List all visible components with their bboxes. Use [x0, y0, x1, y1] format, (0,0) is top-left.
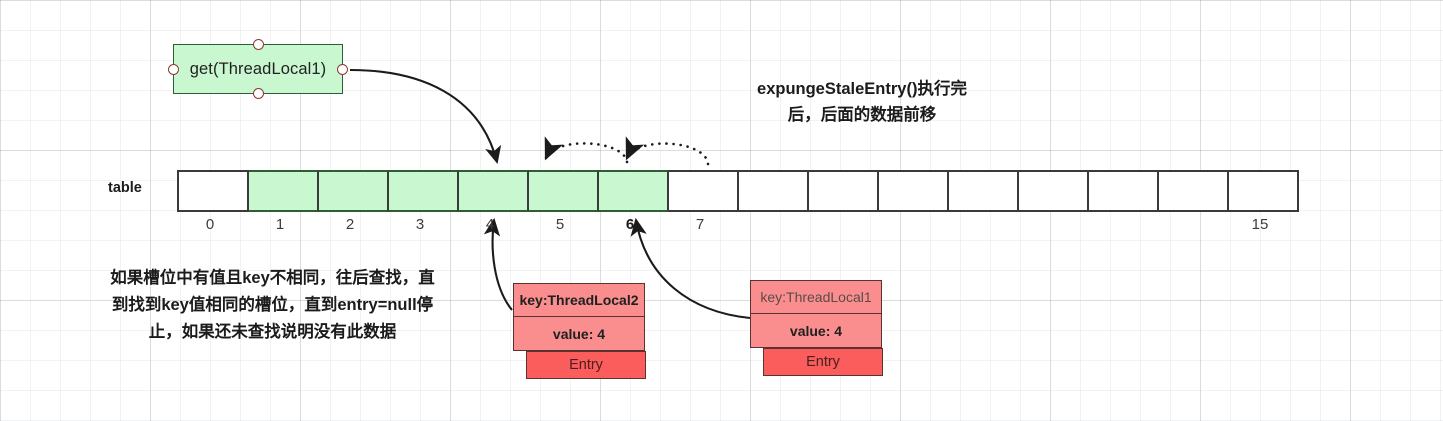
entry-key-label: key:ThreadLocal1 — [750, 280, 882, 314]
table-slot-0[interactable] — [179, 170, 249, 212]
connection-port-right-icon[interactable] — [337, 63, 348, 75]
entry-type-tag: Entry — [526, 351, 646, 379]
lookup-note-line-1: 如果槽位中有值且key不相同，往后查找，直 — [110, 269, 435, 287]
table-slot-11[interactable] — [949, 170, 1019, 212]
table-slot-14[interactable] — [1159, 170, 1229, 212]
table-index-label-12 — [1015, 216, 1085, 236]
table-slot-7[interactable] — [669, 170, 739, 212]
connection-port-bottom-icon[interactable] — [252, 88, 264, 99]
entry-key-label: key:ThreadLocal2 — [513, 283, 645, 317]
diagram-title-line-1: expungeStaleEntry()执行完 — [757, 80, 967, 98]
table-slots — [177, 170, 1299, 212]
arrow-getcall-to-slot4 — [349, 68, 502, 165]
table-slot-12[interactable] — [1019, 170, 1089, 212]
table-slot-9[interactable] — [809, 170, 879, 212]
table-index-label-1: 1 — [275, 216, 285, 233]
table-slot-1[interactable] — [249, 170, 319, 212]
table-index-label-9 — [805, 216, 875, 236]
table-slot-8[interactable] — [739, 170, 809, 212]
table-index-label-4: 4 — [485, 216, 495, 233]
shift-arrow-7-to-6 — [625, 136, 710, 166]
table-index-label-5: 5 — [555, 216, 565, 233]
table-index-label-6: 6 — [625, 216, 635, 233]
entry-box-threadlocal2[interactable]: key:ThreadLocal2 value: 4 Entry — [513, 283, 646, 379]
entry-value-label: value: 4 — [513, 317, 645, 351]
table-slot-2[interactable] — [319, 170, 389, 212]
table-index-label-15: 15 — [1251, 216, 1269, 233]
table-index-label-14 — [1155, 216, 1225, 236]
lookup-note-line-3: 止，如果还未查找说明没有此数据 — [148, 323, 397, 341]
connection-port-top-icon[interactable] — [252, 39, 264, 50]
table-slot-5[interactable] — [529, 170, 599, 212]
diagram-title-line-2: 后，后面的数据前移 — [787, 106, 937, 124]
table-slot-13[interactable] — [1089, 170, 1159, 212]
connection-port-left-icon[interactable] — [168, 63, 179, 75]
table-index-label-3: 3 — [415, 216, 425, 233]
lookup-note: 如果槽位中有值且key不相同，往后查找，直 到找到key值相同的槽位，直到ent… — [45, 265, 500, 346]
diagram-title: expungeStaleEntry()执行完 后，后面的数据前移 — [702, 76, 1022, 128]
table-slot-4[interactable] — [459, 170, 529, 212]
table-index-label-10 — [875, 216, 945, 236]
table-index-label-2: 2 — [345, 216, 355, 233]
table-index-labels: 0 1 2 3 4 5 6 7 15 — [177, 216, 1297, 236]
shift-arrow-6-to-5 — [544, 136, 629, 164]
entry-box-threadlocal1[interactable]: key:ThreadLocal1 value: 4 Entry — [750, 280, 883, 376]
table-slot-3[interactable] — [389, 170, 459, 212]
get-call-box[interactable]: get(ThreadLocal1) — [168, 39, 348, 99]
entry-value-label: value: 4 — [750, 314, 882, 348]
table-slot-6[interactable] — [599, 170, 669, 212]
get-call-label: get(ThreadLocal1) — [189, 59, 327, 78]
table-label: table — [108, 180, 142, 196]
table-slot-10[interactable] — [879, 170, 949, 212]
table-slot-15[interactable] — [1229, 170, 1299, 212]
table-index-label-13 — [1085, 216, 1155, 236]
table-index-label-0: 0 — [205, 216, 215, 233]
table-index-label-7: 7 — [695, 216, 705, 233]
lookup-note-line-2: 到找到key值相同的槽位，直到entry=null停 — [111, 296, 434, 314]
table-index-label-8 — [735, 216, 805, 236]
entry-type-tag: Entry — [763, 348, 883, 376]
table-index-label-11 — [945, 216, 1015, 236]
